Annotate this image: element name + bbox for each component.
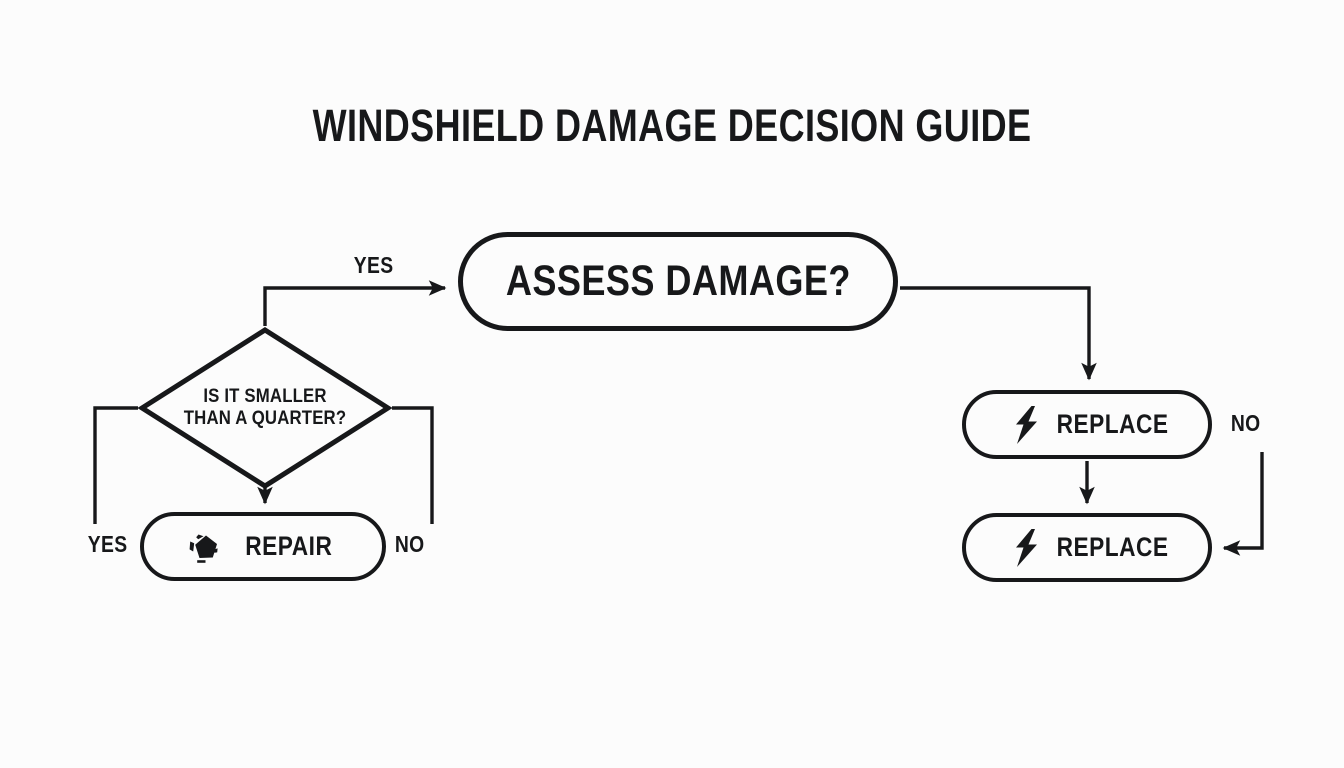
diamond-shape [138,327,392,489]
node-replace-2-label: REPLACE [1057,532,1169,562]
node-replace-2-label-slot: REPLACE [1053,532,1173,563]
node-repair[interactable]: REPAIR [140,512,386,581]
cracked-chip-icon [177,527,229,567]
node-repair-label: REPAIR [245,531,333,561]
node-assess-damage[interactable]: ASSESS DAMAGE? [458,232,898,331]
node-decision-label-line-2: THAN A QUARTER? [183,407,347,429]
node-decision-text: IS IT SMALLER THAN A QUARTER? [156,326,374,490]
node-decision-label-line-1: IS IT SMALLER [203,385,327,408]
edge-label-yes-left: YES [87,531,128,557]
node-decision-smaller-than-quarter[interactable]: IS IT SMALLER THAN A QUARTER? [138,326,392,490]
node-repair-label-slot: REPAIR [229,531,349,562]
edge-decision-no-right [392,406,434,524]
edge-no-loop-to-replace-2 [1222,452,1264,556]
node-replace-1-label-slot: REPLACE [1053,409,1173,440]
node-replace-2[interactable]: REPLACE [962,513,1212,582]
edge-decision-yes-left [93,406,138,524]
edge-decision-to-assess [263,280,447,326]
edge-assess-to-replace-1 [900,286,1097,381]
lightning-bolt-icon [1001,528,1053,568]
edge-label-no-right: NO [1230,410,1261,436]
edge-label-no-middle: NO [394,531,425,557]
lightning-bolt-icon [1001,405,1053,445]
page-title: WINDSHIELD DAMAGE DECISION GUIDE [312,100,1032,151]
node-replace-1[interactable]: REPLACE [962,390,1212,459]
node-assess-damage-label: ASSESS DAMAGE? [505,257,851,305]
edge-label-yes-to-assess: YES [353,252,394,278]
node-replace-1-label: REPLACE [1057,409,1169,439]
